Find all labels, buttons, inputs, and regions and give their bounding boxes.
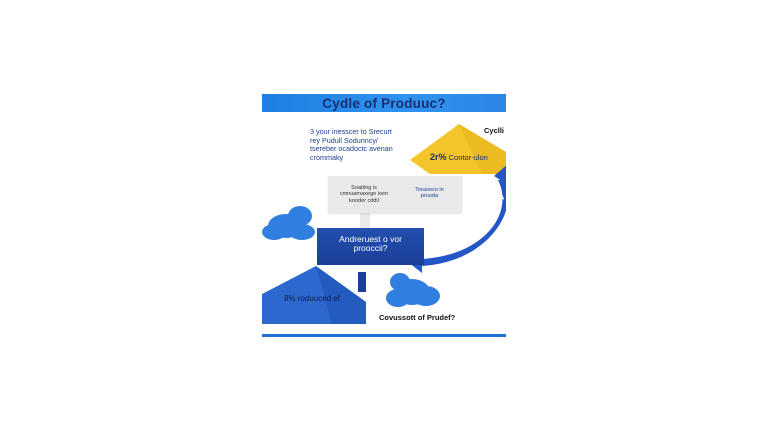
gray-box-left-text: Soablng is cmnuarnaxege ioen kooder cddi… (334, 185, 394, 204)
info-box-dark (317, 228, 424, 265)
house-label: 8% roduuced ef (283, 294, 341, 303)
info-box-gray (328, 176, 462, 213)
gray-left-line: Soablng is (351, 185, 377, 191)
dark-box-line: Andreruest o vor (339, 234, 402, 244)
gray-right-line: prooda (420, 193, 439, 200)
gray-left-line: cmnuarnaxege ioen (339, 191, 389, 198)
intro-line: crommaky (310, 152, 344, 162)
gray-box-stem (360, 213, 370, 228)
intro-line: 3 your inesscer to Srecurt (310, 127, 392, 136)
pyramid-percent: 2r% (430, 152, 447, 162)
dark-box-line: prooccii? (353, 243, 388, 253)
bottom-caption: Covussott of Prudef? (379, 313, 456, 322)
pyramid-caption: Contor-ulon (448, 153, 488, 162)
gray-right-line: Toraooco in (415, 187, 444, 193)
cloud-icon-left (262, 206, 315, 240)
house-chimney (358, 272, 366, 292)
diagram-shapes (262, 124, 506, 324)
cloud-icon-right (386, 273, 440, 307)
intro-line: tsereber ocadoctc avenan (310, 144, 393, 154)
slide-title: Cydle of Produuc? (322, 96, 446, 111)
title-bar (262, 94, 506, 112)
gray-box-right-text: Toraooco in prooda (407, 187, 452, 200)
gray-left-line: kooder cddil (349, 197, 379, 204)
bottom-rule (262, 334, 506, 337)
infographic-slide: Cydle of Produuc? 3 your inesscer to Sre… (262, 94, 506, 340)
yellow-pyramid-shade (459, 124, 506, 174)
intro-text: 3 your inesscer to Srecurt rey Pudull So… (310, 127, 410, 162)
house-roof-shade (316, 266, 366, 324)
cycle-arrowhead (494, 165, 506, 184)
corner-label: Cyclli (484, 126, 505, 135)
intro-line: rey Pudull Sodunncy/ (310, 135, 378, 145)
pyramid-label: 2r% Contor-ulon (430, 152, 502, 162)
dark-box-text: Andreruest o vor prooccii? (317, 235, 424, 253)
